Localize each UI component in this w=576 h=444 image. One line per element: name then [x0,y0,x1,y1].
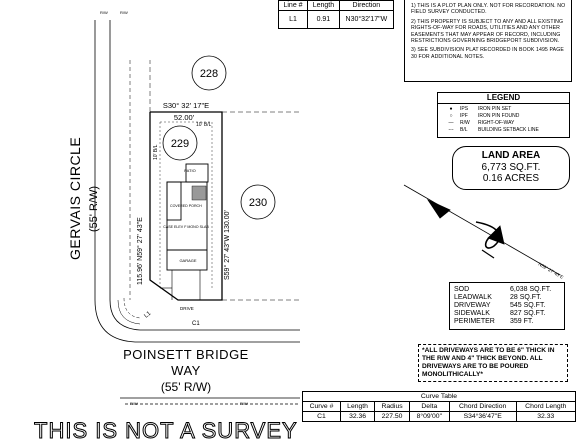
curve-table-title: Curve Table [302,391,576,402]
line-table-cell: L1 [277,10,309,29]
line-l1-label: L1 [143,310,152,319]
legend-title: LEGEND [438,93,569,104]
svg-text:R/W: R/W [130,401,138,406]
curve-table-header: Length [339,401,376,412]
curve-table-cell: C1 [302,411,341,422]
table-row: C1 32.36 227.50 8°09'00" S34°36'47"E 32.… [302,411,576,422]
legend-item: ○ IPF IRON PIN FOUND [442,112,565,119]
svg-text:R/W: R/W [120,10,128,15]
curve-table-cell: 32.33 [515,411,576,422]
line-table-cell: N30°32'17"W [338,10,395,29]
curve-table-header: Delta [408,401,450,412]
svg-text:R/W: R/W [240,401,248,406]
setback-lines [159,121,213,290]
street-south-rw: (55' R/W) [161,380,211,394]
note-2: 2) THIS PROPERTY IS SUBJECT TO ANY AND A… [411,18,564,45]
bearing-top: S30° 32' 17"E [163,101,209,110]
line-table-header: Length [307,0,340,11]
house-footprint [166,163,209,271]
curve-table-cell: 227.50 [374,411,410,422]
legend-item: --- B/L BUILDING SETBACK LINE [442,126,565,133]
curve-table-header: Radius [374,401,410,412]
table-row: Curve # Length Radius Delta Chord Direct… [302,401,576,412]
curve-table-header: Curve # [302,401,341,412]
curve-table-header: Chord Length [515,401,576,412]
neighbor-lot-lines [149,60,300,301]
curve-c1-label: C1 [192,321,200,327]
land-area-title: LAND AREA [481,150,541,161]
site-plan-drawing: 228 229 230 GERVAIS CIRCLE (55' R/W) POI… [67,10,565,406]
table-row: L1 0.91 N30°32'17"W [277,10,395,29]
curve-table-header: Chord Direction [448,401,517,412]
driveway [160,270,201,300]
legend-box: LEGEND ● IPS IRON PIN SET ○ IPF IRON PIN… [437,92,570,138]
line-table-cell: 0.91 [307,10,340,29]
line-table-header: Line # [277,0,309,11]
street-lines [94,20,300,405]
rw-ticks: R/W R/W R/W R/W [100,10,248,406]
bearing-left: 115.96' N59° 27' 43"E [136,217,144,285]
curve-table: Curve Table Curve # Length Radius Delta … [302,391,576,422]
dotted-line-icon: --- [448,126,454,133]
lot-number-229: 229 [171,138,189,150]
curve-table-cell: S34°36'47"E [448,411,517,422]
note-1: 1) THIS IS A PLOT PLAN ONLY. NOT FOR REC… [411,3,566,16]
land-area-acres: 0.16 ACRES [482,173,540,184]
street-west-rw: (55' R/W) [88,186,100,232]
land-area-sqft: 6,773 SQ.FT. [481,162,541,173]
lot-number-230: 230 [249,197,267,209]
land-area-box: LAND AREA 6,773 SQ.FT. 0.16 ACRES [452,146,570,190]
north-arrow-bearing: N59° 27' 43"E [538,262,565,280]
porch-label: COVERED PORCH [170,204,202,208]
drive-label: DRIVE [180,306,194,311]
watermark-text: THIS IS NOT A SURVEY [34,418,298,444]
note-3: 3) SEE SUBDIVISION PLAT RECORDED IN BOOK… [411,47,564,60]
setback-front-label: 10' B/L [153,144,159,160]
lot-number-228: 228 [200,68,218,80]
curve-table-wrapper: Curve Table Curve # Length Radius Delta … [302,391,576,422]
distance-top: 52.00' [174,113,195,122]
street-south-name-2: WAY [171,363,201,378]
setback-side-label: 10' B/L [196,122,212,128]
legend-item: — R/W RIGHT-OF-WAY [442,119,565,126]
driveway-note: *ALL DRIVEWAYS ARE TO BE 6" THICK IN THE… [418,344,568,382]
patio-label: PATIO [184,168,195,173]
filled-circle-icon: ● [449,105,453,112]
lot-circles [162,55,276,220]
open-circle-icon: ○ [449,112,453,119]
table-row: Curve Table [302,391,576,402]
svg-text:R/W: R/W [100,10,108,15]
house-label: CASE ELEV F MONO SLAB [163,225,209,229]
street-west-name: GERVAIS CIRCLE [67,137,83,260]
legend-item: ● IPS IRON PIN SET [442,105,565,112]
table-row: Line # Length Direction [277,0,395,11]
notes-box: 1) THIS IS A PLOT PLAN ONLY. NOT FOR REC… [404,0,572,82]
line-table-header: Direction [338,0,395,11]
bearing-right: S59° 27' 43"W 130.00' [223,210,231,280]
curve-table-cell: 8°09'00" [408,411,450,422]
north-arrow-icon [403,184,561,276]
street-south-name: POINSETT BRIDGE [123,347,249,362]
garage-label: GARAGE [179,258,196,263]
curve-table-cell: 32.36 [339,411,376,422]
dash-line-icon: — [448,119,454,126]
line-table: Line # Length Direction L1 0.91 N30°32'1… [277,0,395,29]
